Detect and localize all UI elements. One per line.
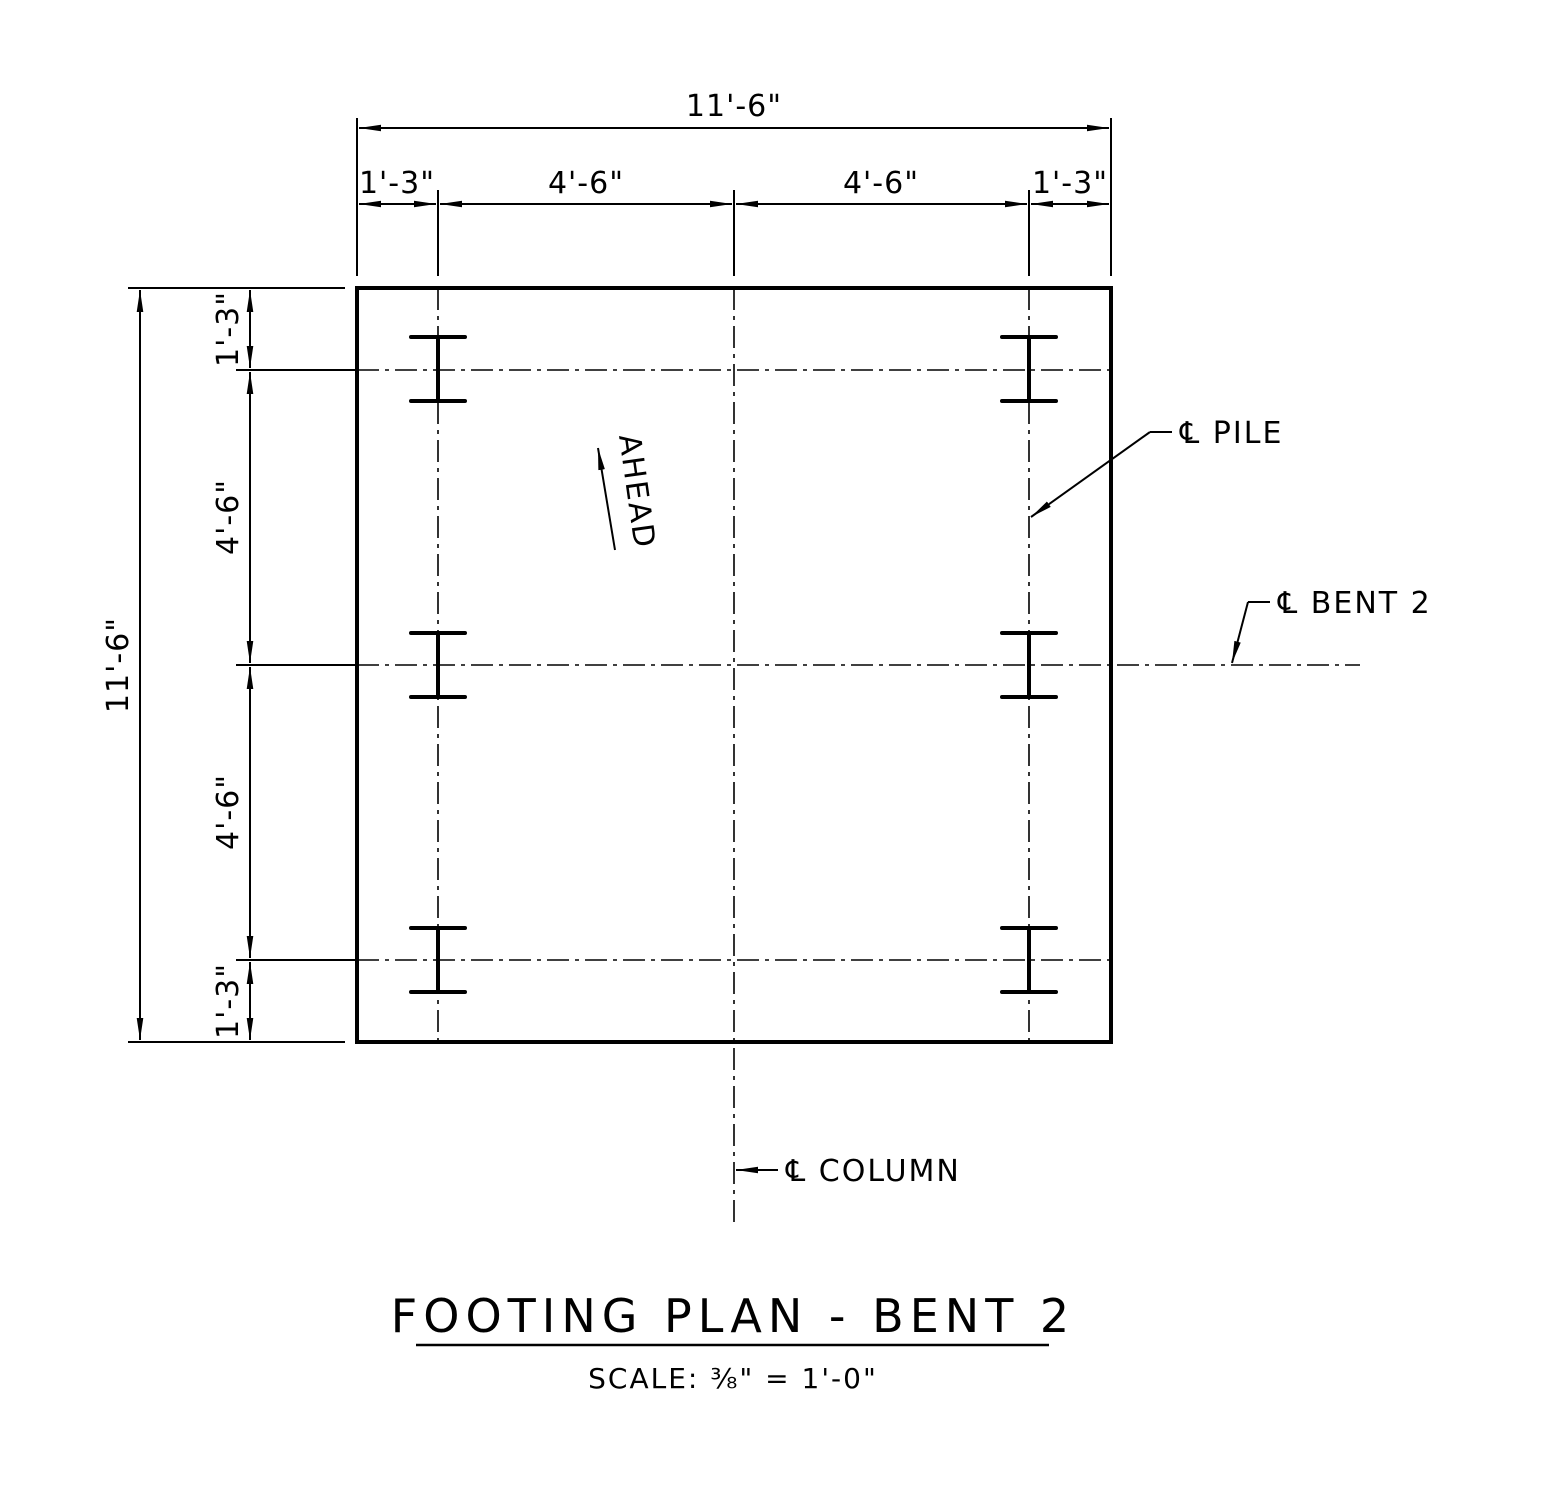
drawing-title: FOOTING PLAN - BENT 2	[391, 1289, 1075, 1343]
cl-column-callout: ℄ COLUMN	[736, 1154, 961, 1189]
top-dimensions: 11'-6" 1'-3" 4'-6" 4'-6" 1'-3"	[356, 89, 1112, 276]
dim-span-left: 4'-6"	[548, 166, 624, 201]
dim-span-upper: 4'-6"	[211, 479, 246, 555]
cl-bent-leader-arrow	[1231, 601, 1249, 664]
h-piles	[409, 335, 1058, 994]
dim-edge-left: 1'-3"	[359, 166, 435, 201]
cl-bent-label: ℄ BENT 2	[1277, 586, 1432, 621]
h-pile	[409, 926, 467, 994]
dim-edge-bottom: 1'-3"	[211, 963, 246, 1039]
h-pile	[1000, 926, 1058, 994]
center-lines	[357, 288, 1360, 1225]
ahead-arrow	[597, 447, 616, 551]
left-dimensions: 11'-6" 1'-3" 4'-6" 4'-6" 1'-3"	[101, 287, 357, 1043]
cl-pile-label: ℄ PILE	[1179, 416, 1283, 451]
footing-outline	[355, 286, 1113, 1044]
cl-pile-leader-arrow	[1030, 431, 1151, 518]
ahead-label: AHEAD	[611, 432, 662, 551]
h-pile	[1000, 335, 1058, 403]
cl-column-label: ℄ COLUMN	[785, 1154, 961, 1189]
dim-span-right: 4'-6"	[843, 166, 919, 201]
cl-pile-callout: ℄ PILE	[1030, 416, 1283, 518]
h-pile	[409, 335, 467, 403]
dim-edge-right: 1'-3"	[1032, 166, 1108, 201]
dim-overall-width: 11'-6"	[686, 89, 782, 124]
dim-overall-height: 11'-6"	[101, 617, 136, 713]
h-pile	[409, 631, 467, 699]
dim-span-lower: 4'-6"	[211, 774, 246, 850]
ahead-indicator: AHEAD	[597, 432, 662, 551]
h-pile	[1000, 631, 1058, 699]
dim-edge-top: 1'-3"	[211, 291, 246, 367]
cl-bent-callout: ℄ BENT 2	[1231, 586, 1432, 664]
drawing-scale: SCALE: ⅜" = 1'-0"	[588, 1362, 878, 1395]
